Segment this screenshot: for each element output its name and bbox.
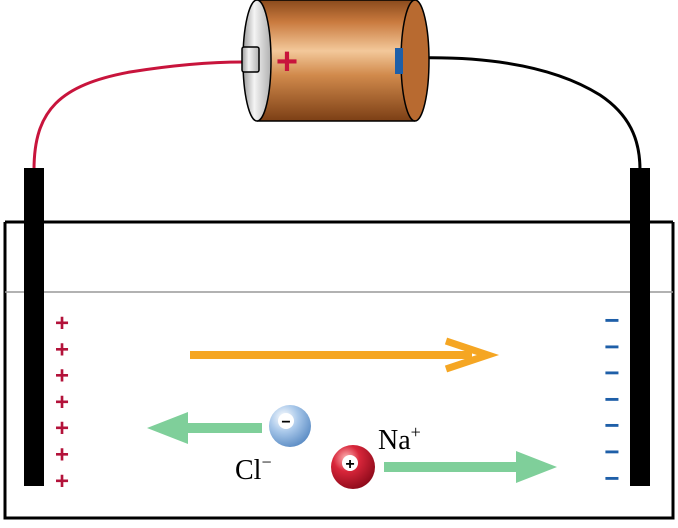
sodium-ion: +	[331, 445, 375, 489]
beaker-outline	[3, 222, 675, 520]
current-arrow	[190, 337, 500, 373]
positive-wire	[32, 60, 244, 171]
sodium-label: Na+	[378, 422, 421, 456]
cathode-charge-minus: −	[604, 437, 619, 467]
anode-charge-plus: +	[55, 310, 69, 337]
anode-charge-plus: +	[55, 415, 69, 442]
anode-charge-plus: +	[55, 468, 69, 495]
cathode-charge-minus: −	[604, 331, 619, 361]
cathode-charges: −−−−−−−	[604, 305, 619, 493]
cathode-charge-minus: −	[604, 358, 619, 388]
cathode-charge-minus: −	[604, 384, 619, 414]
anode-charge-plus: +	[55, 442, 69, 469]
anode-charge-plus: +	[55, 389, 69, 416]
chloride-label: Cl−	[235, 452, 272, 486]
cathode-charge-minus: −	[604, 305, 619, 335]
cathode-charge-minus: −	[604, 410, 619, 440]
negative-wire	[414, 56, 642, 171]
battery-negative-sign	[395, 48, 403, 74]
battery-positive-sign: +	[276, 41, 298, 83]
anode-charges: +++++++	[55, 310, 69, 495]
anode-charge-plus: +	[55, 363, 69, 390]
chloride-ion: −	[269, 405, 311, 447]
anode-electrode	[24, 168, 44, 486]
chloride-sign: −	[281, 414, 290, 431]
cathode-charge-minus: −	[604, 463, 619, 493]
cathode-electrode	[630, 168, 650, 486]
sodium-arrow	[384, 451, 557, 483]
anode-charge-plus: +	[55, 336, 69, 363]
chloride-arrow	[147, 412, 262, 444]
battery: +	[241, 0, 430, 122]
sodium-sign: +	[345, 456, 354, 473]
